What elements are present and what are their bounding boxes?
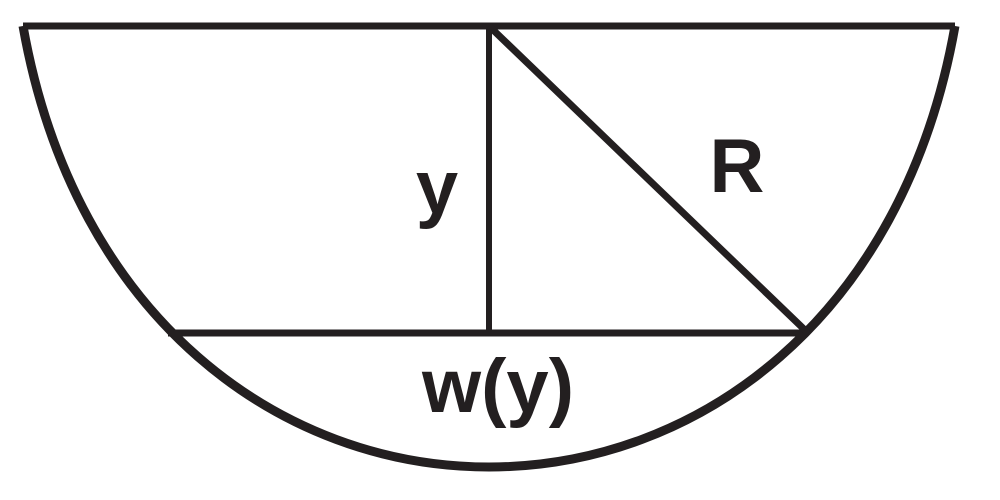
semicircle-arc bbox=[18, 25, 960, 472]
radius-label: R bbox=[710, 124, 765, 209]
radius-line bbox=[486, 23, 811, 336]
depth-label: y bbox=[416, 145, 458, 230]
chord-width-label: w(y) bbox=[421, 344, 574, 429]
